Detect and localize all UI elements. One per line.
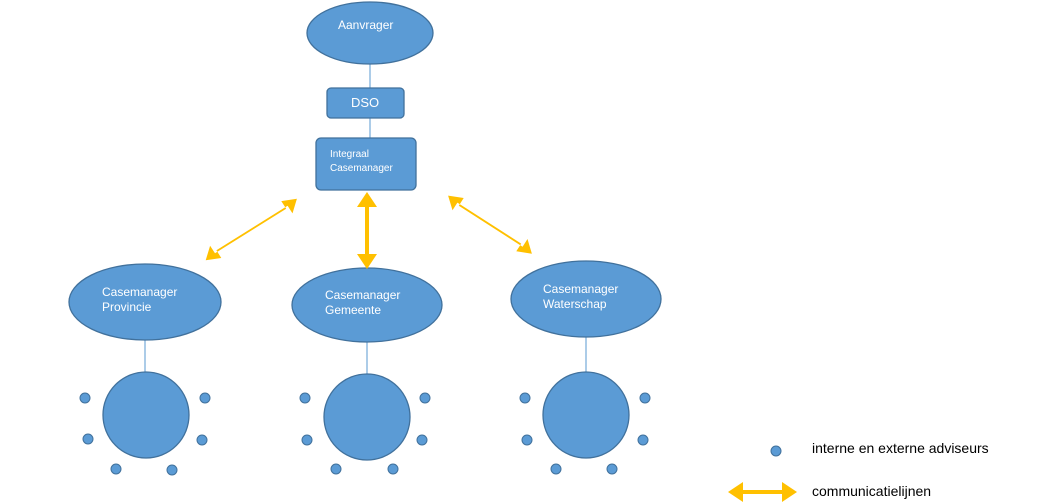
advisor-dot xyxy=(166,464,178,476)
legend-advisor-dot-icon xyxy=(770,445,782,457)
advisor-dot xyxy=(550,463,562,475)
advisor-dot xyxy=(606,463,618,475)
advisor-dot xyxy=(419,392,431,404)
advisor-dot xyxy=(519,392,531,404)
integraal-casemanager-node xyxy=(315,137,417,191)
casemanager-gemeente-label: Casemanager Gemeente xyxy=(325,288,401,317)
team-table-provincie xyxy=(102,371,190,459)
advisor-dot xyxy=(330,463,342,475)
advisor-dot xyxy=(196,434,208,446)
casemanager-provincie-node xyxy=(68,263,222,341)
dso-label: DSO xyxy=(351,95,380,110)
integraal-casemanager-label: Integraal Casemanager xyxy=(330,149,393,174)
dso-node xyxy=(326,87,405,119)
communication-arrows xyxy=(205,192,532,269)
team-table-waterschap xyxy=(542,371,630,459)
advisor-dot xyxy=(521,434,533,446)
advisor-dot xyxy=(637,434,649,446)
legend-advisors-text: interne en externe adviseurs xyxy=(812,440,989,456)
advisor-dot xyxy=(416,434,428,446)
aanvrager-label: Aanvrager xyxy=(338,18,394,32)
advisor-dot xyxy=(110,463,122,475)
aanvrager-node xyxy=(306,1,434,65)
advisor-dot xyxy=(79,392,91,404)
advisor-dot xyxy=(299,392,311,404)
casemanager-waterschap-label: Casemanager Waterschap xyxy=(543,282,619,311)
advisor-dot xyxy=(387,463,399,475)
legend-communication-arrow-icon xyxy=(728,482,797,502)
team-table-gemeente xyxy=(323,373,411,461)
communication-arrow-gemeente xyxy=(357,192,377,269)
advisor-dot xyxy=(82,433,94,445)
communication-arrow-waterschap xyxy=(448,195,532,254)
advisor-dots xyxy=(79,392,651,476)
casemanager-waterschap-node xyxy=(510,260,662,338)
legend-communication-text: communicatielijnen xyxy=(812,483,932,499)
connector-lines xyxy=(144,64,587,376)
communication-arrow-provincie xyxy=(205,198,297,261)
advisor-dot xyxy=(639,392,651,404)
casemanager-provincie-label: Casemanager Provincie xyxy=(102,285,178,314)
advisor-dot xyxy=(199,392,211,404)
advisor-dot xyxy=(301,434,313,446)
